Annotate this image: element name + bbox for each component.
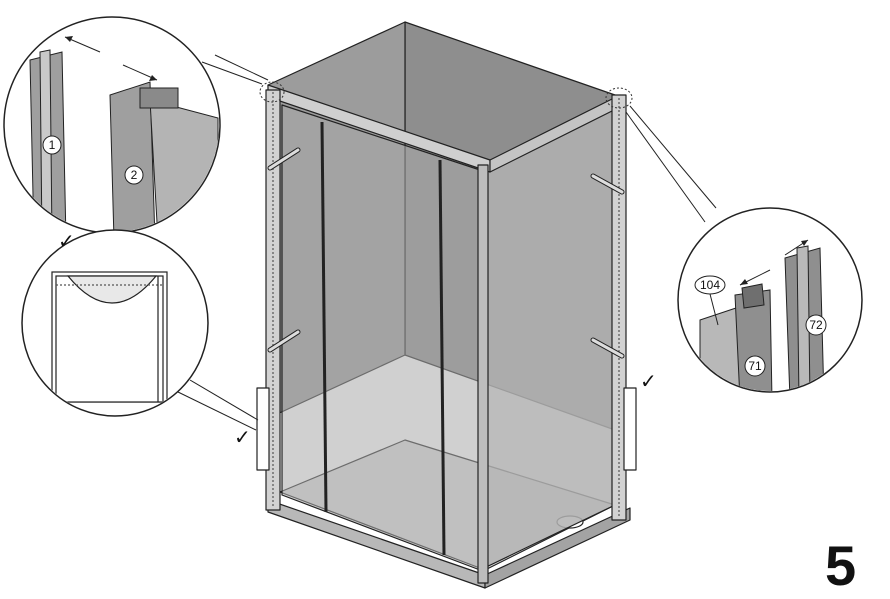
tray-base-side xyxy=(484,507,631,589)
side-glass-panel xyxy=(479,99,616,571)
part-104-label: 104 xyxy=(700,278,720,292)
check-mark-bracket-left: ✓ xyxy=(234,425,251,449)
check-mark-bracket-right: ✓ xyxy=(640,369,657,393)
detail-marker-top-left xyxy=(259,81,285,103)
part-2-label: 2 xyxy=(131,168,138,182)
front-glass-panel xyxy=(281,104,481,571)
wall-bracket-left xyxy=(256,387,270,471)
part-71-marker xyxy=(744,355,766,377)
callout-right: 104 71 72 xyxy=(625,105,863,393)
wall-bracket-right xyxy=(623,387,637,471)
detail-marker-top-right xyxy=(605,87,633,109)
callout-mid-left: ✓ xyxy=(21,229,259,431)
part-71-label: 71 xyxy=(748,359,762,373)
corner-post xyxy=(477,164,489,584)
part-1-marker xyxy=(42,135,62,155)
part-104-marker xyxy=(694,275,726,295)
step-number: 5 xyxy=(825,534,856,597)
part-2-marker xyxy=(124,165,144,185)
shower-enclosure xyxy=(256,21,637,589)
part-1-label: 1 xyxy=(49,138,56,152)
callout-top-left: 1 2 xyxy=(3,16,269,234)
part-72-marker xyxy=(805,314,827,336)
check-mark-mid-left: ✓ xyxy=(58,229,75,253)
part-72-label: 72 xyxy=(809,318,823,332)
